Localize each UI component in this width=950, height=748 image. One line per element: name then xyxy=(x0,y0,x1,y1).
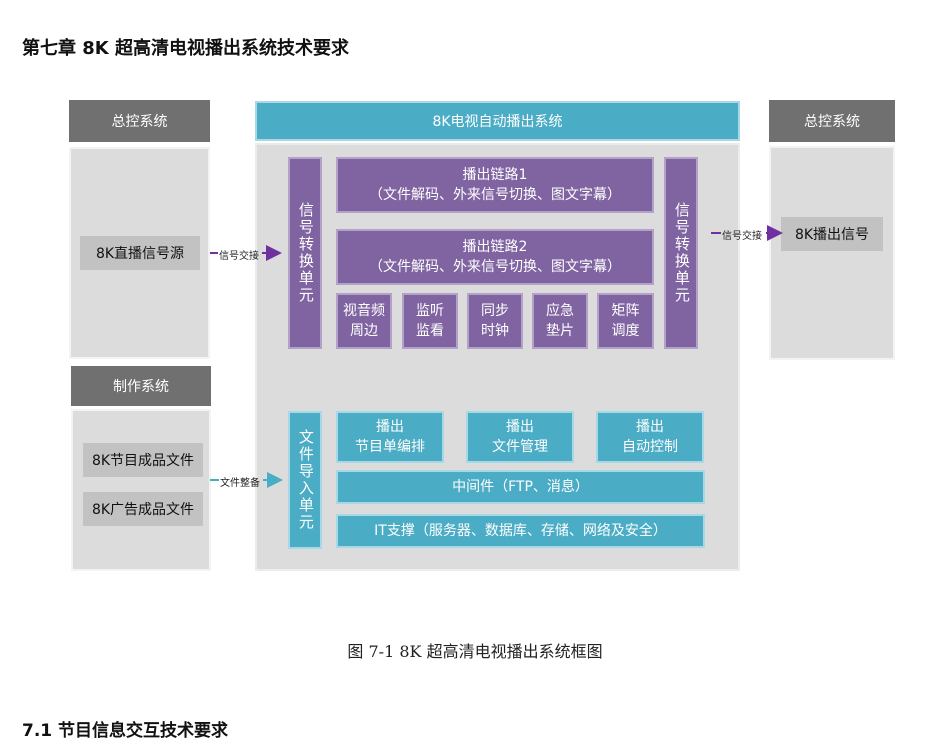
playlist-scheduling-line2: 节目单编排 xyxy=(355,439,425,455)
matrix-dispatch-line1: 矩阵 xyxy=(611,302,640,319)
program-file-box: 8K节目成品文件 xyxy=(83,443,203,477)
left-signal-arrow-label: 信号交接 xyxy=(219,251,259,262)
playlist-scheduling-box: 播出 节目单编排 xyxy=(336,411,444,463)
file-management-line1: 播出 xyxy=(506,418,534,435)
monitoring-line1: 监听 xyxy=(416,302,444,319)
auto-control-box: 播出 自动控制 xyxy=(596,411,704,463)
playout-chain-2-detail: （文件解码、外来信号切换、图文字幕） xyxy=(369,259,621,275)
figure-caption: 图 7-1 8K 超高清电视播出系统框图 xyxy=(347,642,603,661)
monitoring-line2: 监看 xyxy=(416,323,444,339)
it-support-box: IT支撑（服务器、数据库、存储、网络及安全） xyxy=(336,514,705,548)
playout-chain-1: 播出链路1 （文件解码、外来信号切换、图文字幕） xyxy=(336,157,654,213)
right-signal-converter-unit: 信号转换单元 xyxy=(664,157,698,349)
auto-control-line2: 自动控制 xyxy=(622,439,678,455)
emergency-pad-line2: 垫片 xyxy=(546,323,574,339)
playlist-scheduling-line1: 播出 xyxy=(376,418,404,435)
file-import-unit: 文件导入单元 xyxy=(288,411,322,549)
auto-playout-system-header: 8K电视自动播出系统 xyxy=(255,101,740,141)
monitoring-box: 监听 监看 xyxy=(402,293,458,349)
broadcast-signal-output-box: 8K播出信号 xyxy=(781,217,883,251)
sync-clock-line1: 同步 xyxy=(481,302,509,319)
right-master-control-header: 总控系统 xyxy=(769,100,895,142)
av-peripheral-box: 视音频 周边 xyxy=(336,293,392,349)
av-peripheral-line1: 视音频 xyxy=(343,302,385,319)
playout-chain-1-title: 播出链路1 xyxy=(462,166,528,183)
file-management-line2: 文件管理 xyxy=(492,439,548,455)
emergency-pad-line1: 应急 xyxy=(546,302,574,319)
ad-file-box: 8K广告成品文件 xyxy=(83,492,203,526)
matrix-dispatch-line2: 调度 xyxy=(611,323,640,339)
production-system-header: 制作系统 xyxy=(71,366,211,406)
sync-clock-box: 同步 时钟 xyxy=(467,293,523,349)
left-signal-converter-unit: 信号转换单元 xyxy=(288,157,322,349)
chapter-title: 第七章 8K 超高清电视播出系统技术要求 xyxy=(22,38,350,59)
av-peripheral-line2: 周边 xyxy=(350,323,378,339)
right-master-control-panel xyxy=(769,146,895,360)
production-system-panel xyxy=(71,409,211,571)
file-management-box: 播出 文件管理 xyxy=(466,411,574,463)
right-signal-arrow-label: 信号交接 xyxy=(722,231,762,242)
playout-chain-1-detail: （文件解码、外来信号切换、图文字幕） xyxy=(369,187,621,203)
auto-control-line1: 播出 xyxy=(636,418,664,435)
playout-chain-2-title: 播出链路2 xyxy=(462,238,528,255)
file-arrow-label: 文件整备 xyxy=(220,478,260,489)
playout-chain-2: 播出链路2 （文件解码、外来信号切换、图文字幕） xyxy=(336,229,654,285)
matrix-dispatch-box: 矩阵 调度 xyxy=(597,293,654,349)
left-master-control-header: 总控系统 xyxy=(69,100,210,142)
sync-clock-line2: 时钟 xyxy=(481,323,509,339)
emergency-pad-box: 应急 垫片 xyxy=(532,293,588,349)
section-title: 7.1 节目信息交互技术要求 xyxy=(22,721,229,741)
live-signal-source-box: 8K直播信号源 xyxy=(80,236,200,270)
middleware-box: 中间件（FTP、消息） xyxy=(336,470,705,504)
